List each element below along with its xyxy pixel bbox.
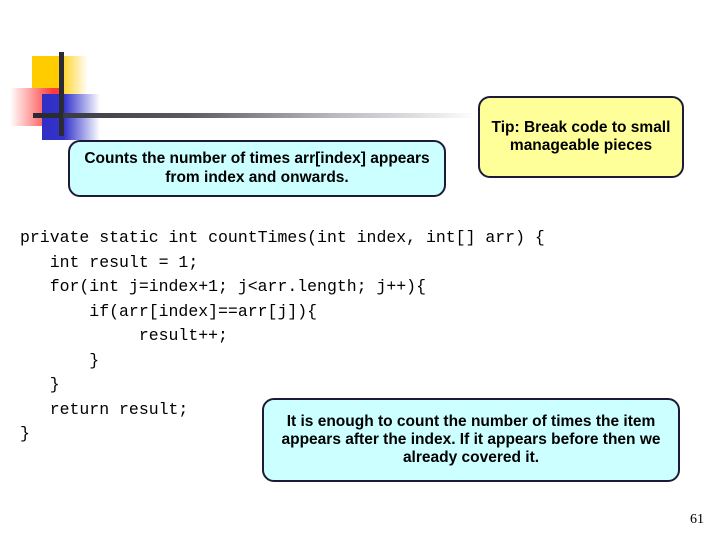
callout-tip: Tip: Break code to small manageable piec…: [478, 96, 684, 178]
logo-vertical-line: [59, 52, 64, 136]
callout-note: It is enough to count the number of time…: [262, 398, 680, 482]
code-block: private static int countTimes(int index,…: [20, 228, 545, 443]
logo-horizontal-line: [33, 113, 65, 118]
header-rule: [63, 113, 475, 118]
callout-purpose: Counts the number of times arr[index] ap…: [68, 140, 446, 197]
decorative-logo: [0, 0, 130, 150]
page-number: 61: [690, 512, 704, 527]
